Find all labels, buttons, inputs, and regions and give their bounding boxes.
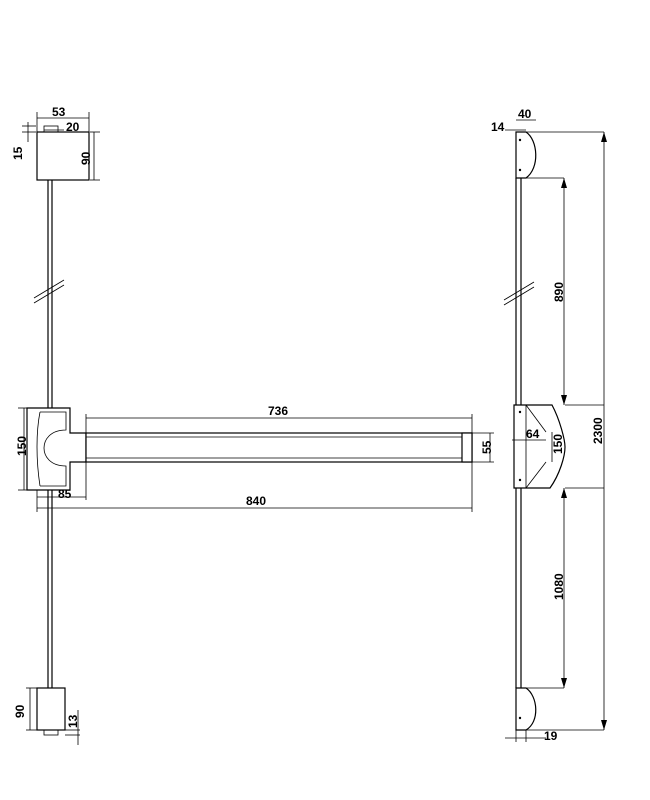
- front-dimensions: 53 20 15 90 736 150 55 85: [11, 105, 494, 745]
- dim-bottom-offset: 19: [544, 729, 558, 743]
- bracket-curve: [36, 411, 41, 487]
- side-view: [503, 131, 604, 731]
- dim-bottom-height: 90: [13, 704, 27, 718]
- dim-top-width: 53: [52, 105, 66, 119]
- break-mark: [33, 284, 65, 304]
- dim-bar-thickness: 55: [480, 440, 494, 454]
- dim-total-width: 840: [246, 494, 266, 508]
- dim-total-height: 2300: [591, 417, 605, 444]
- side-center-bracket: [513, 404, 566, 489]
- dim-bottom-gap: 13: [66, 714, 80, 728]
- dim-side-depth: 64: [526, 427, 540, 441]
- dim-bar-length: 736: [268, 404, 288, 418]
- dim-side-width: 40: [518, 107, 532, 121]
- dim-side-offset: 14: [491, 120, 505, 134]
- top-latch-block: [36, 131, 90, 181]
- dim-top-offset: 20: [66, 120, 80, 134]
- break-mark: [33, 279, 65, 299]
- front-view: [26, 125, 473, 736]
- dim-top-height: 90: [79, 151, 93, 165]
- bracket-profile: [40, 411, 67, 487]
- top-latch-bolt: [43, 125, 59, 133]
- push-bar: [85, 432, 473, 463]
- dim-lower-rod: 1080: [552, 573, 566, 600]
- dim-bracket-height: 150: [15, 436, 29, 456]
- side-dimensions: 40 14 890 64 150 1080 2300 19: [491, 107, 607, 743]
- bottom-latch-block: [36, 687, 66, 731]
- center-bracket: [26, 407, 87, 491]
- push-bar-end-cap: [461, 432, 473, 463]
- dim-side-bracket-height: 150: [551, 434, 565, 454]
- dim-bracket-depth: 85: [58, 487, 72, 501]
- dim-upper-rod: 890: [552, 282, 566, 302]
- side-top-latch: [515, 131, 537, 179]
- bottom-latch-bolt: [43, 729, 59, 736]
- side-bottom-latch: [515, 687, 537, 731]
- dim-top-gap: 15: [11, 146, 25, 160]
